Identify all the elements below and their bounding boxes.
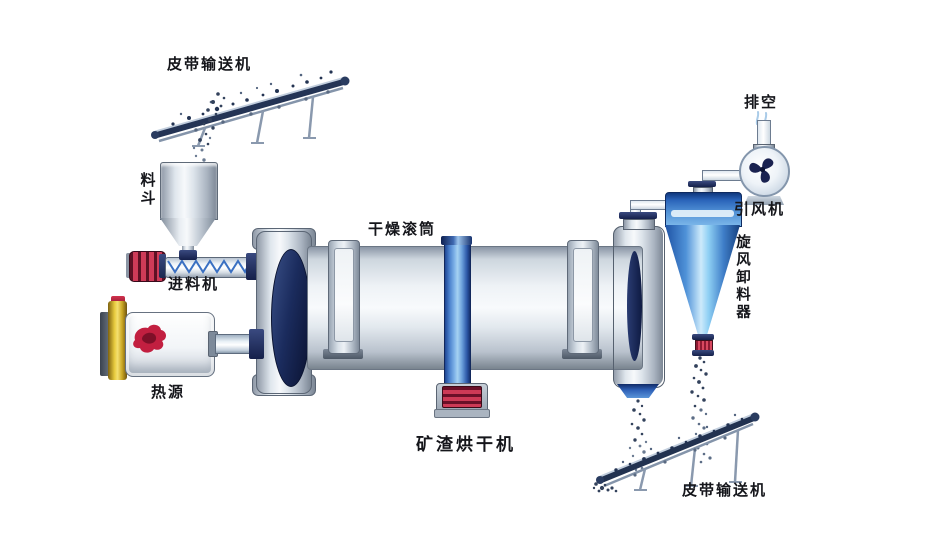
stand1-ring bbox=[334, 248, 354, 342]
drive-girth-band bbox=[444, 240, 471, 388]
belt-conveyor-top-label: 皮带输送机 bbox=[167, 56, 253, 73]
page-title: 矿渣烘干机 bbox=[416, 435, 516, 454]
belt-conveyor-top-illustration bbox=[151, 70, 350, 147]
exhaust-label: 排空 bbox=[744, 94, 779, 111]
discharge-top-riser bbox=[623, 219, 655, 230]
feeder-drum-flange bbox=[246, 253, 259, 280]
cyclone-highlight-band bbox=[671, 210, 734, 217]
discharge-cone bbox=[617, 384, 659, 398]
feeder-screw bbox=[167, 259, 248, 275]
cyclone-airlock-valve bbox=[692, 334, 714, 356]
heat-source-label: 热源 bbox=[151, 384, 186, 401]
hopper-cylinder bbox=[160, 162, 218, 220]
drum-feed-end-dome bbox=[271, 249, 311, 387]
cyclone-top-flange bbox=[688, 181, 716, 187]
drive-band-cap bbox=[441, 236, 472, 245]
cyclone-barrel bbox=[665, 192, 742, 227]
hopper-feeder-flange bbox=[179, 250, 197, 260]
drum-discharge-end-crescent bbox=[627, 251, 642, 361]
falling-material-cyclone bbox=[690, 356, 712, 464]
discharge-top-flange bbox=[619, 212, 657, 219]
stand1-foot bbox=[323, 349, 363, 359]
hopper-label: 料斗 bbox=[138, 172, 156, 208]
cyclone-cone bbox=[665, 225, 740, 335]
drive-motor bbox=[442, 386, 482, 408]
belt-conveyor-bottom-illustration bbox=[592, 412, 760, 493]
belt-conveyor-bottom-label: 皮带输送机 bbox=[682, 482, 768, 499]
drive-motor-base bbox=[434, 409, 490, 418]
stand2-foot bbox=[562, 349, 602, 359]
fan-blades-icon bbox=[749, 158, 774, 183]
flame-icon bbox=[133, 324, 167, 353]
stand2-ring bbox=[573, 248, 593, 342]
fan-label: 引风机 bbox=[734, 201, 786, 218]
cyclone-label: 旋风卸料器 bbox=[733, 234, 750, 322]
feeder-motor-endcap-left bbox=[126, 253, 131, 278]
fan-base bbox=[744, 196, 784, 205]
heat-source-body bbox=[125, 312, 215, 377]
burner-front-plate bbox=[108, 301, 127, 380]
valve-flange-bottom bbox=[692, 350, 714, 356]
hot-air-inlet-flange bbox=[249, 329, 264, 359]
hopper-neck bbox=[182, 246, 194, 251]
hopper-cone bbox=[160, 218, 216, 246]
burner-bracket bbox=[100, 312, 110, 376]
discharge-housing-outline bbox=[613, 226, 665, 388]
falling-material-to-hopper bbox=[192, 92, 226, 168]
valve-flange-top bbox=[692, 334, 714, 340]
feeder-coupling bbox=[159, 254, 166, 278]
drying-drum-label: 干燥滚筒 bbox=[368, 221, 437, 238]
feeder-label: 进料机 bbox=[168, 276, 220, 293]
